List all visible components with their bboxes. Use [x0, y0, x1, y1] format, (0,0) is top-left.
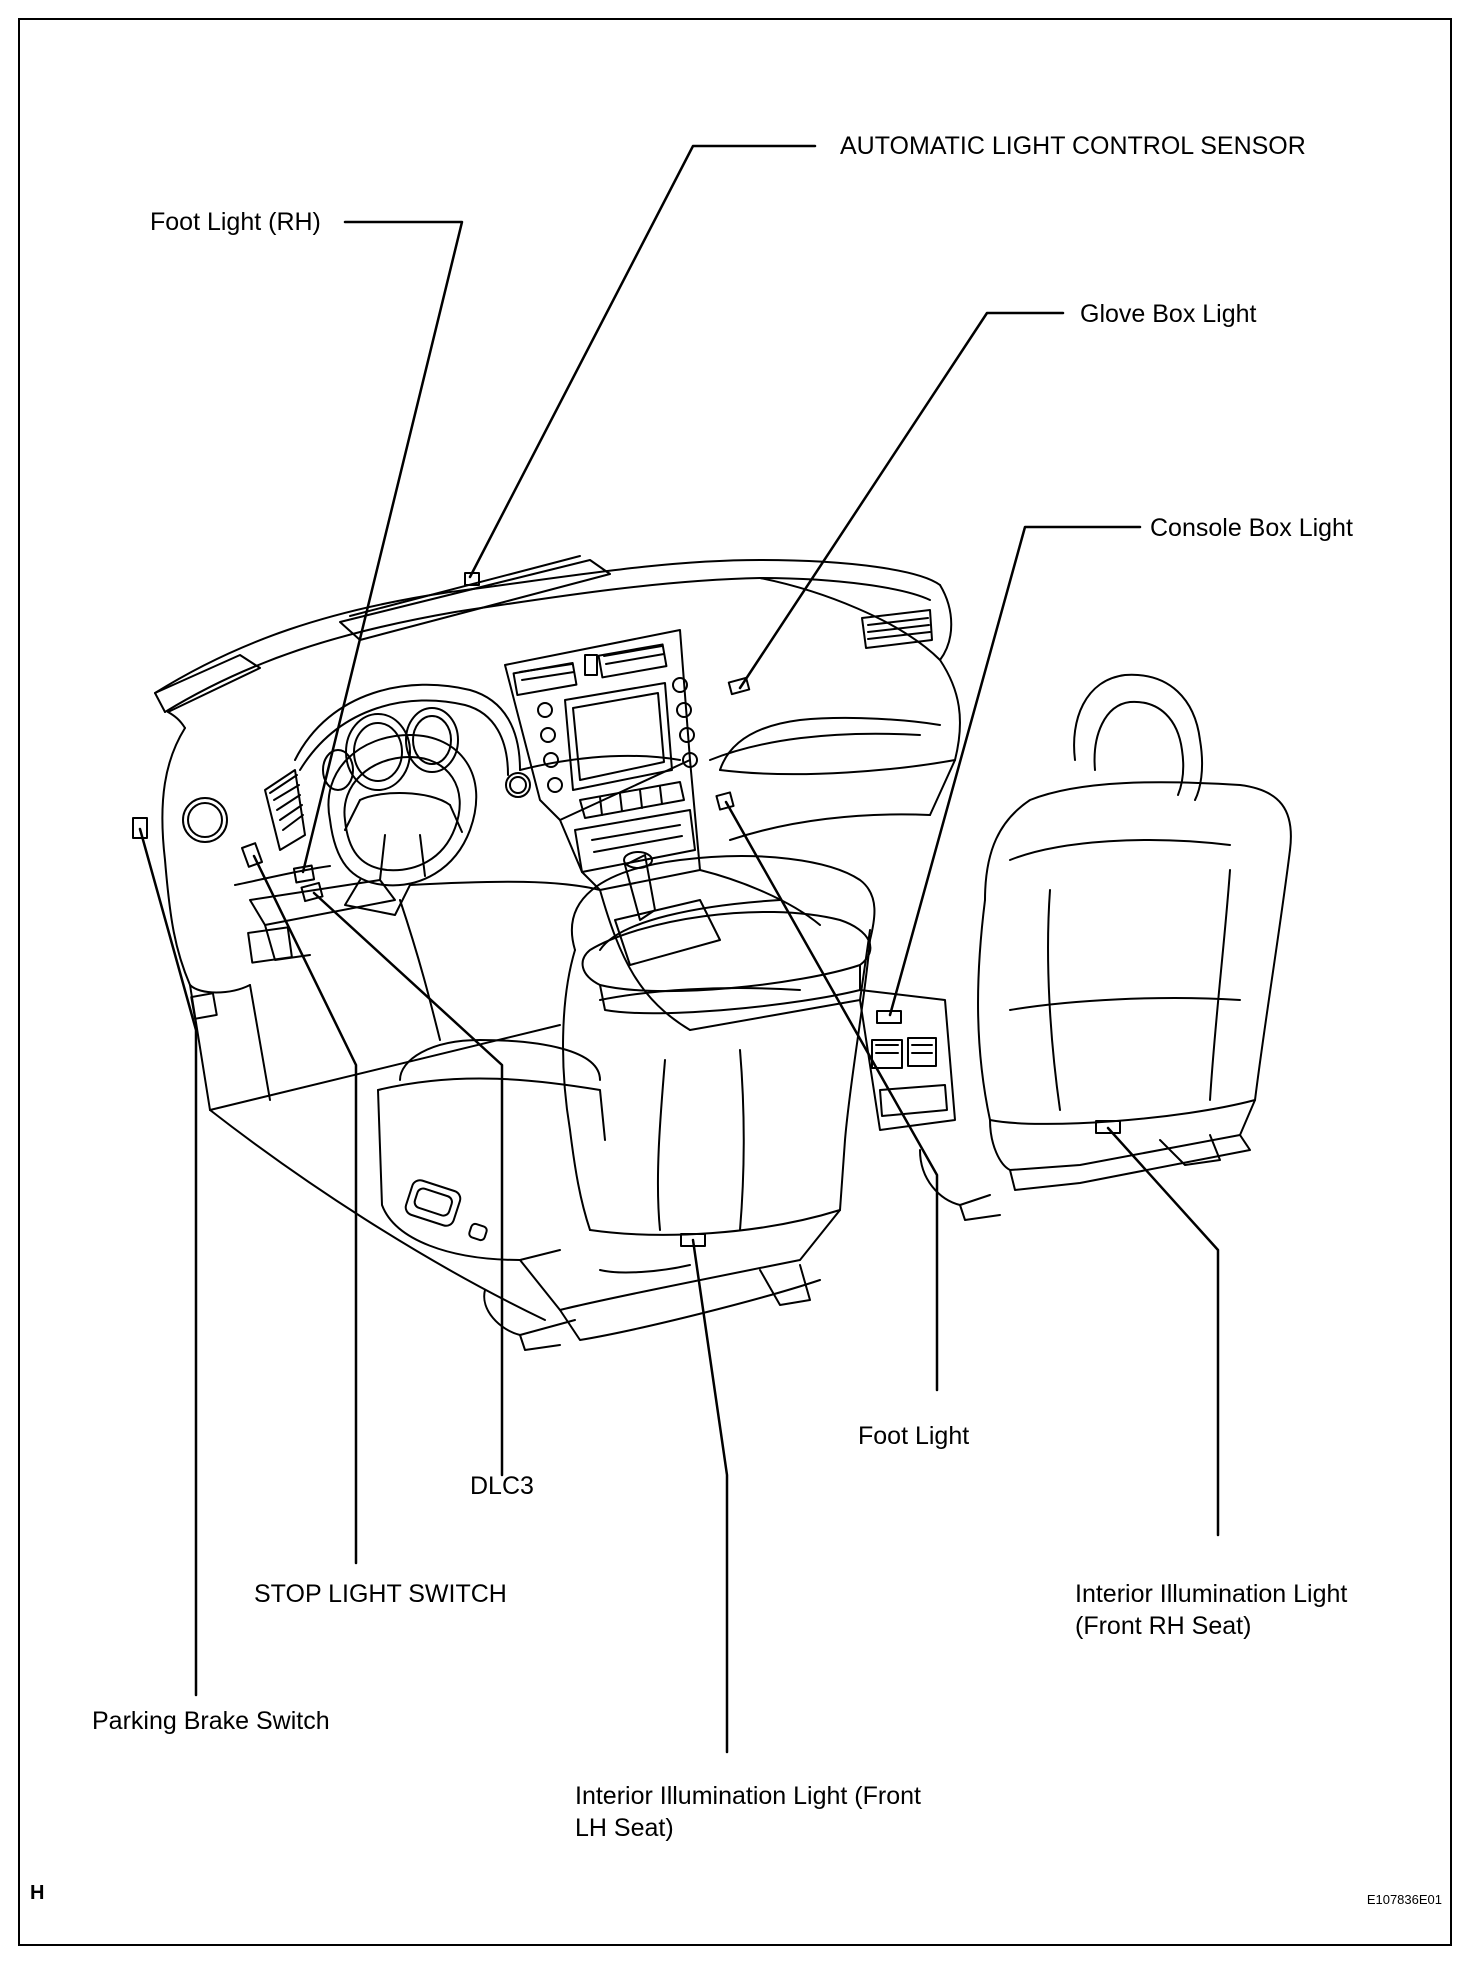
leader-interior-illumination-rh [1106, 1126, 1220, 1537]
label-stop-light-switch: STOP LIGHT SWITCH [254, 1580, 507, 1608]
foot-light-rh-marker [292, 864, 316, 884]
dashboard-outline [154, 555, 961, 1321]
leader-dlc3 [312, 891, 504, 1477]
leader-glove-box-light [738, 311, 1065, 690]
parking-brake-switch-marker [132, 817, 148, 839]
label-interior-illumination-lh: Interior Illumination Light (Front LH Se… [575, 1780, 921, 1844]
foot-light-marker [715, 791, 735, 811]
glove-box-light-marker [727, 676, 751, 696]
leader-interior-illumination-lh [691, 1238, 729, 1754]
leader-console-box-light [888, 525, 1142, 1017]
label-foot-light-rh: Foot Light (RH) [150, 208, 321, 236]
label-interior-illumination-rh-line1: Interior Illumination Light [1075, 1580, 1348, 1608]
stop-light-switch-marker [241, 842, 263, 868]
corner-letter: H [30, 1882, 45, 1904]
diagram-frame [18, 18, 1452, 1946]
console-box-light-marker [876, 1010, 902, 1024]
front-lh-seat [377, 855, 876, 1351]
label-interior-illumination-lh-line1: Interior Illumination Light (Front [575, 1782, 921, 1810]
label-interior-illumination-rh-line2: (Front RH Seat) [1075, 1612, 1252, 1640]
label-dlc3: DLC3 [470, 1472, 534, 1500]
front-rh-seat [919, 673, 1292, 1221]
leader-stop-light-switch [252, 854, 358, 1565]
label-console-box-light: Console Box Light [1150, 514, 1353, 542]
figure-id: E107836E01 [1366, 1892, 1442, 1907]
dlc3-marker [300, 881, 324, 903]
label-foot-light: Foot Light [858, 1422, 970, 1450]
label-interior-illumination-lh-line2: LH Seat) [575, 1814, 674, 1842]
interior-illumination-rh-marker [1095, 1120, 1121, 1134]
label-parking-brake-switch: Parking Brake Switch [92, 1707, 330, 1735]
label-glove-box-light: Glove Box Light [1080, 300, 1257, 328]
leader-foot-light-rh [301, 220, 464, 874]
leader-lines [138, 144, 1220, 1754]
leader-automatic-light-sensor [468, 144, 817, 579]
label-automatic-light-control-sensor: AUTOMATIC LIGHT CONTROL SENSOR [840, 132, 1306, 160]
label-interior-illumination-rh: Interior Illumination Light (Front RH Se… [1075, 1578, 1347, 1642]
leader-foot-light [724, 800, 939, 1392]
leader-parking-brake-switch [138, 827, 198, 1697]
